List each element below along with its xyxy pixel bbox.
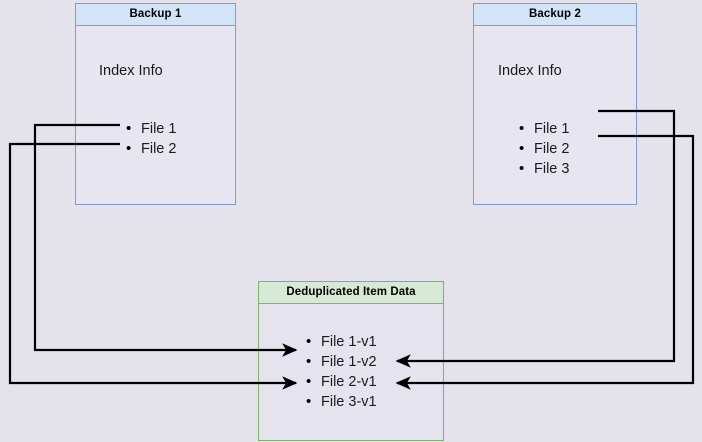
list-item[interactable]: File 1 [519, 119, 569, 139]
list-item[interactable]: File 3 [519, 159, 569, 179]
backup-2-file-list: File 1 File 2 File 3 [519, 119, 569, 179]
list-item[interactable]: File 1 [126, 119, 176, 139]
list-item[interactable]: File 2 [519, 139, 569, 159]
node-deduplicated-item-data-body: File 1-v1 File 1-v2 File 2-v1 File 3-v1 [259, 304, 443, 439]
node-backup-1-header: Backup 1 [76, 4, 235, 26]
list-item[interactable]: File 2 [126, 139, 176, 159]
backup-2-index-info-label: Index Info [498, 63, 562, 79]
node-backup-1[interactable]: Backup 1 Index Info File 1 File 2 [75, 3, 236, 205]
dedup-file-list: File 1-v1 File 1-v2 File 2-v1 File 3-v1 [306, 332, 377, 412]
list-item[interactable]: File 2-v1 [306, 372, 377, 392]
list-item[interactable]: File 1-v2 [306, 352, 377, 372]
node-deduplicated-item-data-header: Deduplicated Item Data [259, 282, 443, 304]
node-backup-2[interactable]: Backup 2 Index Info File 1 File 2 File 3 [473, 3, 637, 205]
backup-1-file-list: File 1 File 2 [126, 119, 176, 159]
node-backup-1-body: Index Info File 1 File 2 [76, 26, 235, 204]
node-backup-2-header: Backup 2 [474, 4, 636, 26]
node-deduplicated-item-data[interactable]: Deduplicated Item Data File 1-v1 File 1-… [258, 281, 444, 441]
list-item[interactable]: File 1-v1 [306, 332, 377, 352]
list-item[interactable]: File 3-v1 [306, 392, 377, 412]
backup-1-index-info-label: Index Info [99, 63, 163, 79]
node-backup-2-body: Index Info File 1 File 2 File 3 [474, 26, 636, 204]
